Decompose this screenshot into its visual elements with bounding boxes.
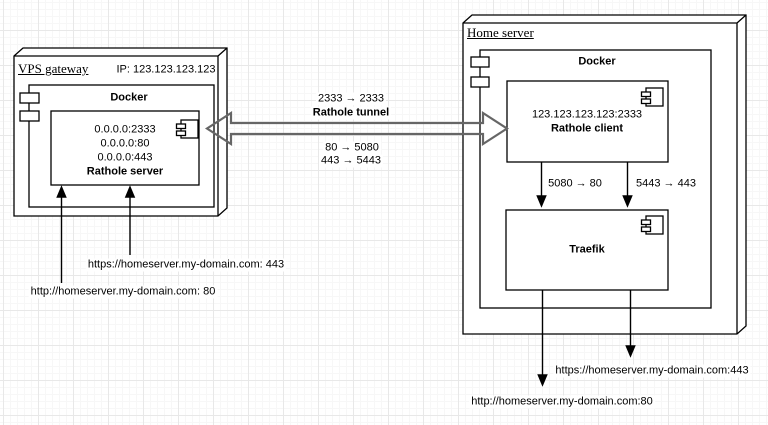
component-tab-icon [470, 76, 490, 88]
rathole-server-bind-2333: 0.0.0.0:2333 [94, 123, 156, 136]
vps-docker-label: Docker [110, 91, 148, 104]
arrowhead-up-icon [56, 185, 67, 198]
vps-incoming-http-url: http://homeserver.my-domain.com: 80 [28, 285, 218, 299]
arrowhead-down-icon [537, 374, 548, 387]
tunnel-mapping-443: 443 → 5443 [319, 154, 383, 168]
rathole-client-box[interactable] [506, 80, 669, 163]
arrow-https-into-rathole-server[interactable] [124, 185, 136, 255]
component-icon [640, 87, 664, 107]
arrowhead-up-icon [124, 185, 136, 198]
traefik-name: Traefik [569, 243, 605, 256]
arrowhead-down-icon [625, 345, 636, 358]
vps-node-fold-lines [14, 47, 228, 216]
home-node-fold-lines [463, 14, 747, 334]
rathole-tunnel-arrow[interactable] [204, 110, 510, 147]
mapping-5080-80: 5080 → 80 [546, 177, 604, 191]
home-docker-label: Docker [578, 55, 616, 68]
component-icon [175, 119, 199, 139]
rathole-server-box[interactable] [50, 110, 200, 186]
rathole-server-bind-80: 0.0.0.0:80 [100, 137, 150, 150]
arrow-traefik-out-http[interactable] [537, 290, 548, 387]
traefik-box[interactable] [505, 209, 669, 291]
tunnel-mapping-80: 80 → 5080 [323, 141, 381, 155]
mapping-5443-443: 5443 → 443 [634, 177, 698, 191]
rathole-server-bind-443: 0.0.0.0:443 [97, 151, 153, 164]
component-tab-icon [470, 56, 490, 68]
arrow-client-to-traefik-http[interactable] [536, 162, 547, 208]
vps-node-title: VPS gateway [18, 61, 89, 76]
vps-ip-label: IP: 123.123.123.123 [116, 63, 216, 76]
arrowhead-down-icon [536, 195, 547, 208]
rathole-server-name: Rathole server [86, 165, 164, 178]
component-tab-icon [19, 110, 40, 122]
rathole-client-name: Rathole client [550, 122, 624, 135]
home-node-title: Home server [467, 25, 534, 40]
home-outgoing-http-url: http://homeserver.my-domain.com:80 [469, 395, 655, 409]
tunnel-mapping-2333: 2333 → 2333 [315, 92, 387, 106]
vps-incoming-https-url: https://homeserver.my-domain.com: 443 [85, 258, 287, 272]
arrow-client-to-traefik-https[interactable] [622, 162, 633, 208]
home-outgoing-https-url: https://homeserver.my-domain.com:443 [553, 364, 751, 378]
arrowhead-down-icon [622, 195, 633, 208]
component-icon [640, 215, 664, 235]
tunnel-name: Rathole tunnel [310, 106, 392, 120]
arrow-http-into-rathole-server[interactable] [56, 185, 67, 283]
component-tab-icon [19, 92, 40, 104]
rathole-client-address: 123.123.123.123:2333 [531, 108, 643, 121]
arrow-traefik-out-https[interactable] [625, 290, 636, 358]
